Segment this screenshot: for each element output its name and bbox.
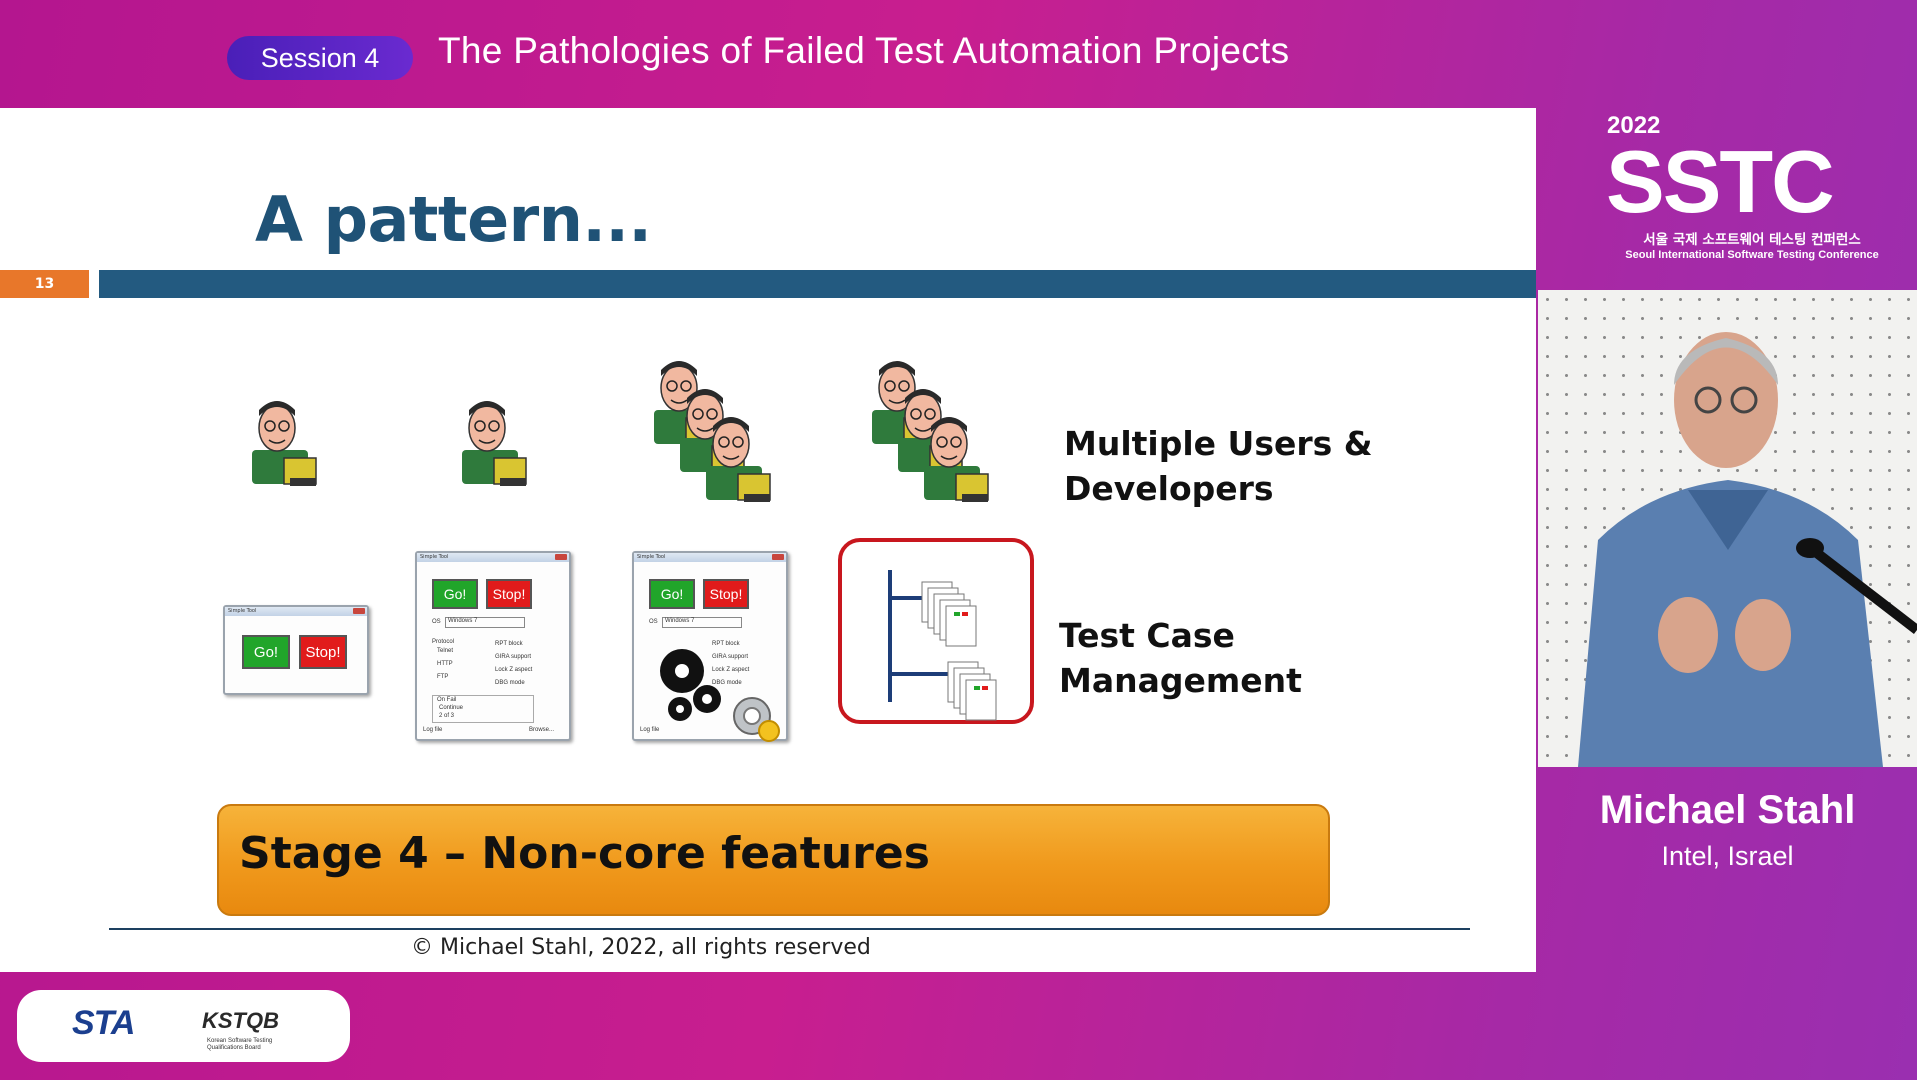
log-label: Log file: [640, 727, 660, 733]
go-button: Go!: [649, 579, 695, 609]
speaker-name: Michael Stahl: [1599, 788, 1856, 832]
option-checkbox: GIRA support: [495, 654, 532, 660]
kstqb-subtitle-line: Qualifications Board: [207, 1045, 261, 1051]
stop-button: Stop!: [703, 579, 749, 609]
label-test-case-management: Test Case Management: [1059, 613, 1302, 703]
conference-name-korean: 서울 국제 소프트웨어 테스팅 컨퍼런스: [1643, 232, 1861, 248]
close-icon: [353, 608, 365, 614]
close-icon: [772, 554, 784, 560]
speaker-video: [1538, 290, 1917, 767]
kstqb-logo: KSTQB: [202, 1008, 279, 1033]
talk-title: The Pathologies of Failed Test Automatio…: [438, 30, 1290, 71]
conference-logo: SSTC: [1606, 132, 1835, 231]
label-line: Management: [1059, 661, 1302, 700]
session-badge: Session 4: [227, 36, 413, 80]
user-figure: [251, 400, 317, 487]
simple-tool-window-gears: Simple Tool Go! Stop! OS Windows 7 RPT b…: [632, 551, 788, 742]
os-label: OS: [432, 619, 441, 625]
log-label: Log file: [423, 727, 443, 733]
os-label: OS: [649, 619, 658, 625]
option-checkbox: DBG mode: [495, 680, 525, 686]
window-title: Simple Tool: [420, 554, 449, 560]
presentation-slide: A pattern... 13 Multiple Users & D: [0, 108, 1536, 972]
label-line: Multiple Users &: [1064, 424, 1373, 463]
onfail-option: Continue: [439, 705, 464, 711]
label-line: Developers: [1064, 469, 1274, 508]
option-checkbox: RPT block: [712, 641, 740, 647]
close-icon: [555, 554, 567, 560]
protocol-option: FTP: [437, 674, 449, 680]
kstqb-subtitle: Korean Software Testing Qualifications B…: [207, 1038, 272, 1052]
speaker-affiliation: Intel, Israel: [1661, 841, 1794, 871]
stop-button: Stop!: [299, 635, 347, 669]
simple-tool-window: Simple Tool Go! Stop!: [223, 605, 369, 695]
speaker-video-frame: [1578, 332, 1917, 767]
title-bar-divider: [99, 270, 1536, 298]
window-titlebar: Simple Tool: [225, 607, 367, 616]
window-title: Simple Tool: [228, 608, 257, 614]
browse-button: Browse...: [529, 727, 555, 733]
test-tree-icon: [888, 570, 997, 721]
gears-icon: [660, 649, 780, 742]
conference-name-english: Seoul International Software Testing Con…: [1625, 249, 1879, 261]
sta-logo: STA: [72, 1004, 135, 1042]
stage-banner-text: Stage 4 – Non-core features: [239, 828, 930, 879]
os-select: Windows 7: [445, 617, 525, 628]
window-titlebar: Simple Tool: [634, 553, 786, 562]
go-button: Go!: [432, 579, 478, 609]
protocol-option: HTTP: [437, 661, 453, 667]
window-titlebar: Simple Tool: [417, 553, 569, 562]
label-multiple-users: Multiple Users & Developers: [1064, 421, 1373, 511]
slide-heading: A pattern...: [255, 183, 652, 256]
slide-number: 13: [0, 270, 89, 298]
kstqb-subtitle-line: Korean Software Testing: [207, 1038, 273, 1044]
footer-divider: [109, 928, 1470, 930]
sponsor-logos: STA KSTQB Korean Software Testing Qualif…: [17, 990, 350, 1062]
copyright-notice: © Michael Stahl, 2022, all rights reserv…: [411, 935, 871, 960]
label-line: Test Case: [1059, 616, 1235, 655]
onfail-group: On Fail Continue 2 of 3: [432, 695, 534, 723]
option-checkbox: GIRA support: [712, 654, 749, 660]
session-label: Session 4: [260, 42, 380, 73]
onfail-label: On Fail: [437, 697, 457, 703]
onfail-option: 2 of 3: [439, 713, 455, 719]
option-checkbox: Lock Z aspect: [712, 667, 750, 673]
window-title: Simple Tool: [637, 554, 666, 560]
simple-tool-window-extended: Simple Tool Go! Stop! OS Windows 7 Proto…: [415, 551, 571, 741]
option-checkbox: RPT block: [495, 641, 523, 647]
option-checkbox: Lock Z aspect: [495, 667, 533, 673]
stop-button: Stop!: [486, 579, 532, 609]
stage-banner: Stage 4 – Non-core features: [217, 804, 1330, 916]
option-checkbox: DBG mode: [712, 680, 742, 686]
os-select: Windows 7: [662, 617, 742, 628]
go-button: Go!: [242, 635, 290, 669]
user-figure: [461, 400, 527, 487]
test-case-management-box: [838, 538, 1034, 724]
protocol-option: Telnet: [437, 648, 454, 654]
conference-year: 2022: [1607, 112, 1661, 139]
protocol-label: Protocol: [432, 639, 455, 645]
